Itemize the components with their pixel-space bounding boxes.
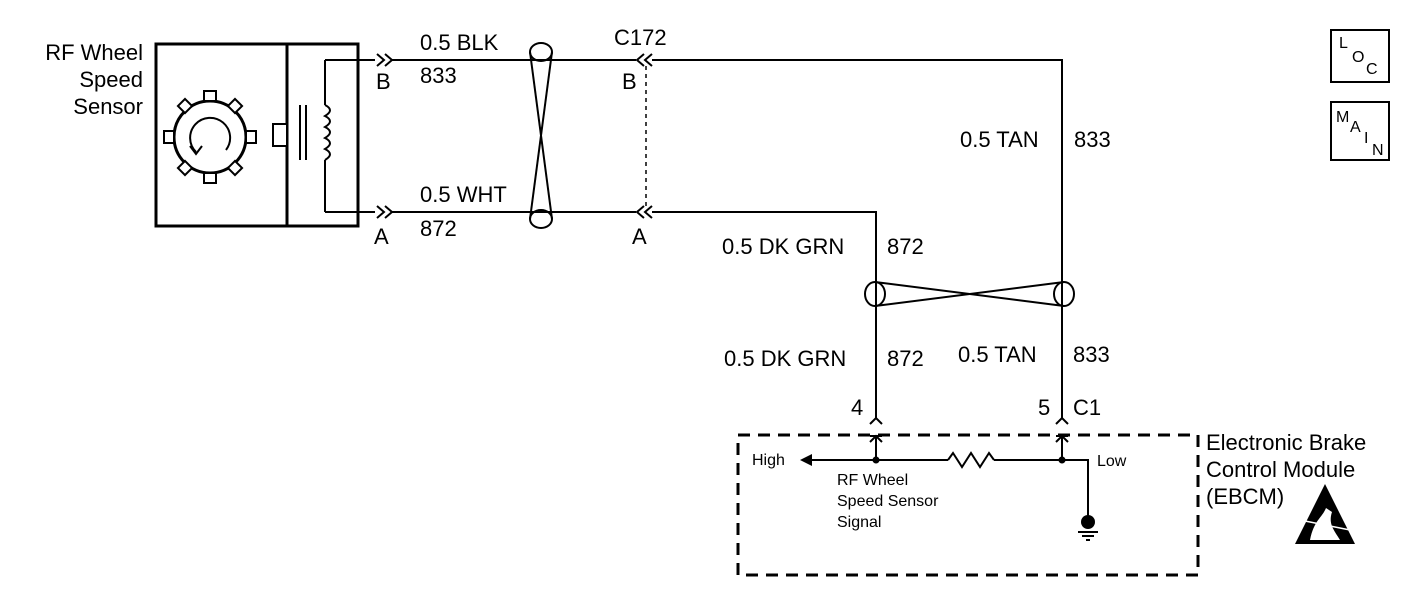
wheel-speed-sensor: RF Wheel Speed Sensor	[45, 40, 360, 228]
ebcm-title-line2: Control Module	[1206, 457, 1355, 482]
pin-5-female-icon	[1055, 416, 1069, 425]
ebcm-pin-4: 4	[851, 395, 863, 420]
resistor-icon	[947, 451, 995, 469]
main-button[interactable]: M A I N	[1330, 101, 1390, 161]
ground-wire	[1062, 459, 1089, 516]
coil-icon	[322, 60, 331, 212]
ebcm-outline	[736, 433, 1200, 577]
ebcm-pin-5: 5	[1038, 395, 1050, 420]
pole-piece	[272, 123, 288, 147]
ebcm-wires: 0.5 TAN 833 0.5 DK GRN 872 0.5 DK GRN 87…	[652, 59, 1111, 418]
sensor-wires: B A 0.5 BLK 833 0.5 WHT 872	[325, 30, 636, 249]
wire-tan-circuit: 833	[1074, 127, 1111, 152]
esd-warning-icon	[1295, 484, 1355, 544]
sensor-title-line1: RF Wheel	[45, 40, 143, 65]
ground-icon	[1078, 515, 1098, 541]
wire-blk-circuit: 833	[420, 63, 457, 88]
connector-b-terminal-icon	[635, 53, 653, 67]
sensor-housing	[154, 42, 360, 228]
wire-grn-color-lower: 0.5 DK GRN	[724, 346, 846, 371]
loc-letter-o: O	[1352, 49, 1364, 66]
low-label: Low	[1097, 453, 1127, 470]
connector-c172: C172 B A	[614, 25, 667, 249]
terminal-a-icon	[376, 205, 394, 219]
wire-wht-circuit: 872	[420, 216, 457, 241]
twisted-pair-icon-vertical	[529, 42, 553, 229]
ebcm-module: Electronic Brake Control Module (EBCM) H…	[736, 430, 1366, 577]
twisted-pair-icon-horizontal	[864, 281, 1075, 307]
high-label: High	[752, 452, 785, 469]
loc-button[interactable]: L O C	[1330, 29, 1390, 83]
main-letter-n: N	[1372, 142, 1384, 159]
signal-label-line1: RF Wheel	[837, 472, 908, 489]
sensor-title-line3: Sensor	[73, 94, 143, 119]
pin-4-female-icon	[869, 416, 883, 425]
wire-grn-color: 0.5 DK GRN	[722, 234, 844, 259]
wire-grn-circuit-lower: 872	[887, 346, 924, 371]
sensor-pin-b: B	[376, 69, 391, 94]
connector-pin-a: A	[632, 224, 647, 249]
ebcm-title-line1: Electronic Brake	[1206, 430, 1366, 455]
wire-blk-color: 0.5 BLK	[420, 30, 499, 55]
connector-c172-label: C172	[614, 25, 667, 50]
signal-label-line2: Speed Sensor	[837, 493, 939, 510]
wire-872-dk-grn	[652, 211, 877, 418]
loc-letter-l: L	[1339, 35, 1348, 52]
signal-label-line3: Signal	[837, 514, 881, 531]
main-letter-a: A	[1350, 119, 1361, 136]
arrow-left-icon	[800, 454, 812, 466]
main-letter-i: I	[1364, 130, 1368, 147]
ebcm-title-line3: (EBCM)	[1206, 484, 1284, 509]
main-letter-m: M	[1336, 109, 1349, 126]
loc-letter-c: C	[1366, 61, 1378, 78]
wire-tan-color: 0.5 TAN	[960, 127, 1039, 152]
wire-tan-color-lower: 0.5 TAN	[958, 342, 1037, 367]
wire-833-tan	[652, 59, 1063, 418]
wire-tan-circuit-lower: 833	[1073, 342, 1110, 367]
connector-pin-b: B	[622, 69, 637, 94]
wire-grn-circuit: 872	[887, 234, 924, 259]
tone-wheel-icon	[163, 90, 257, 184]
connector-a-terminal-icon	[635, 205, 653, 219]
sensor-title-line2: Speed	[79, 67, 143, 92]
wire-wht-color: 0.5 WHT	[420, 182, 507, 207]
terminal-b-icon	[376, 53, 394, 67]
sensor-pin-a: A	[374, 224, 389, 249]
connector-c1: 4 5 C1	[851, 395, 1101, 460]
connector-c1-label: C1	[1073, 395, 1101, 420]
